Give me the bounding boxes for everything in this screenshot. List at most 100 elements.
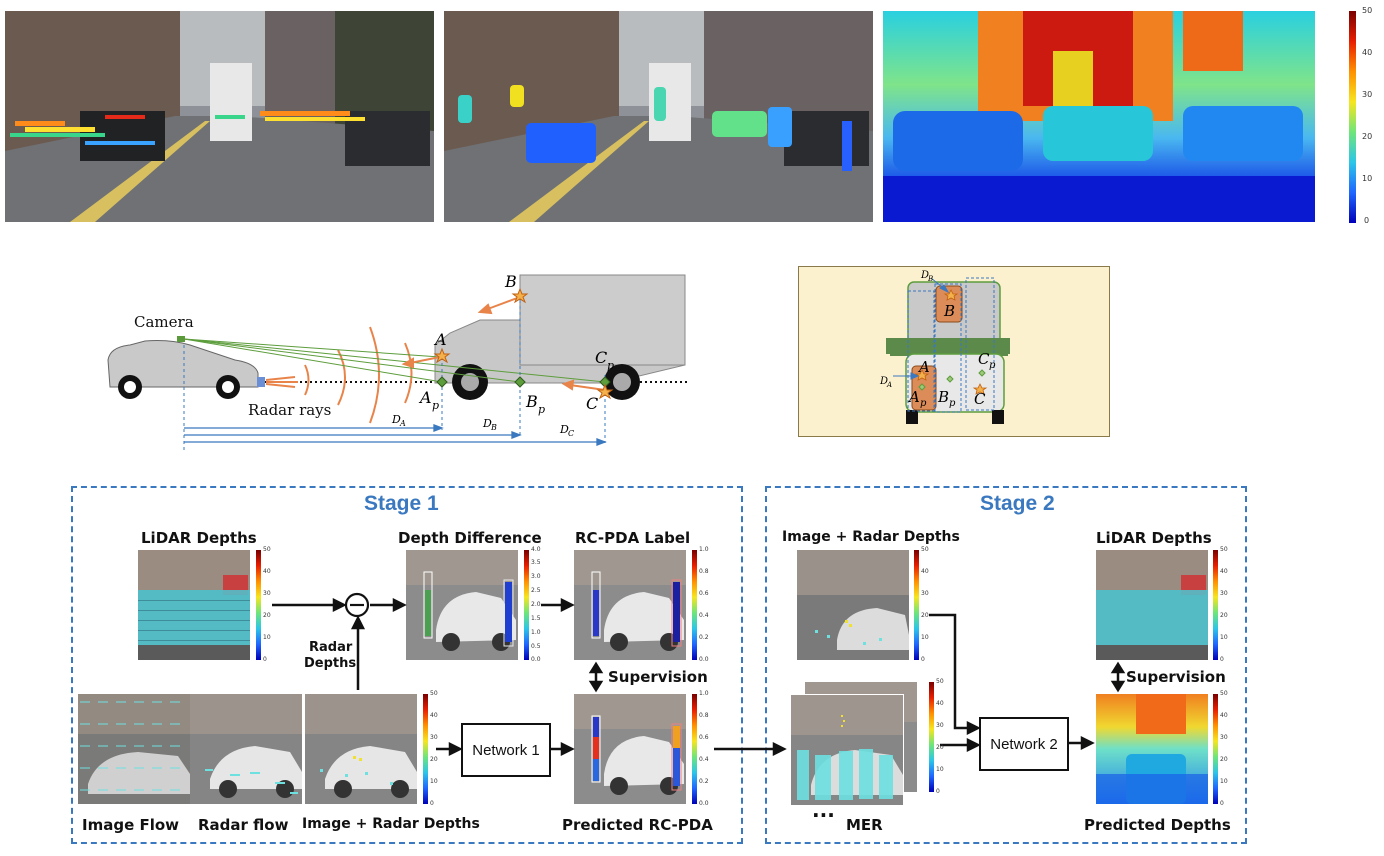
stage1-title: Stage 1	[364, 492, 439, 515]
stage2-panel	[765, 486, 1247, 844]
predicted-depths-label: Predicted Depths	[1084, 816, 1231, 834]
point-c-label: C	[586, 394, 598, 413]
lidar-tick: 20	[263, 612, 271, 619]
point-ap-label: A	[418, 388, 432, 407]
image-radar-colorbar	[423, 694, 428, 804]
mer-tick: 20	[936, 744, 944, 751]
pred-depth-tick: 0	[1220, 800, 1224, 807]
rcpda-tick: 0.6	[699, 590, 709, 597]
depth-difference-thumbnail	[406, 550, 518, 660]
s2-lidar-tick: 10	[1220, 634, 1228, 641]
dense-depth-map	[883, 11, 1315, 222]
point-bp-label: B	[525, 392, 538, 411]
s2-lidar-tick: 50	[1220, 546, 1228, 553]
s2-image-radar-tick: 30	[921, 590, 929, 597]
diff-tick: 3.0	[531, 573, 541, 580]
pred-rcpda-tick: 0.6	[699, 734, 709, 741]
rcpda-tick: 0.8	[699, 568, 709, 575]
lidar-depths-label: LiDAR Depths	[141, 529, 257, 547]
network1-box: Network 1	[461, 723, 551, 777]
pred-rcpda-tick: 0.8	[699, 712, 709, 719]
s2-image-radar-tick: 20	[921, 612, 929, 619]
stage2-title: Stage 2	[980, 492, 1055, 515]
predicted-rcpda-colorbar	[692, 694, 697, 804]
image-radar-depths-label: Image + Radar Depths	[302, 816, 480, 832]
s2-lidar-tick: 30	[1220, 590, 1228, 597]
lidar-tick: 10	[263, 634, 271, 641]
inset-c-label: C	[974, 390, 986, 408]
rcpda-tick: 0.2	[699, 634, 709, 641]
lidar-colorbar	[256, 550, 261, 660]
predicted-rcpda-thumbnail	[574, 694, 686, 804]
image-radar-tick: 40	[430, 712, 438, 719]
stage1-supervision-label: Supervision	[608, 668, 708, 686]
colorbar-tick: 40	[1362, 48, 1373, 57]
pred-rcpda-tick: 0.0	[699, 800, 709, 807]
predicted-depths-thumbnail	[1096, 694, 1208, 804]
diff-tick: 3.5	[531, 559, 541, 566]
mer-label: MER	[846, 816, 883, 834]
predicted-rcpda-label: Predicted RC-PDA	[562, 816, 713, 834]
radar-flow-thumbnail	[190, 694, 302, 804]
point-bp-sub: p	[538, 403, 545, 416]
diff-tick: 0.5	[531, 643, 541, 650]
point-a-label: A	[433, 330, 447, 349]
mer-tick: 10	[936, 766, 944, 773]
rcpda-colorbar	[692, 550, 697, 660]
point-b-label: B	[504, 272, 517, 291]
stage2-lidar-colorbar	[1213, 550, 1218, 660]
inset-bp-sub: p	[949, 398, 956, 409]
image-radar-tick: 50	[430, 690, 438, 697]
camera-icon	[177, 336, 185, 342]
rcpda-tick: 1.0	[699, 546, 709, 553]
colorbar-tick: 0	[1364, 216, 1370, 225]
s2-lidar-tick: 20	[1220, 612, 1228, 619]
image-radar-tick: 0	[430, 800, 434, 807]
inset-db-label: D	[920, 270, 929, 281]
dist-a-label: D	[391, 413, 401, 426]
inset-da-sub: A	[886, 381, 892, 389]
colorbar-tick: 10	[1362, 174, 1373, 183]
pred-depth-tick: 10	[1220, 778, 1228, 785]
lidar-tick: 40	[263, 568, 271, 575]
point-cp-label: C	[595, 348, 607, 367]
rcpda-label-thumbnail	[574, 550, 686, 660]
image-flow-label: Image Flow	[82, 816, 180, 834]
radar-sensor-icon	[257, 377, 265, 387]
point-cp-sub: p	[607, 359, 614, 372]
camera-label: Camera	[134, 313, 194, 331]
network1-label: Network 1	[472, 741, 540, 759]
inset-da-label: D	[879, 376, 888, 387]
inset-cp-sub: p	[989, 360, 996, 371]
radar-rays-label: Radar rays	[248, 401, 331, 419]
radar-flow-label: Radar flow	[198, 816, 289, 834]
rcpda-tick: 0.4	[699, 612, 709, 619]
inset-b-label: B	[943, 302, 955, 320]
pred-depth-tick: 20	[1220, 756, 1228, 763]
stage2-lidar-depths-label: LiDAR Depths	[1096, 529, 1212, 547]
s2-image-radar-tick: 40	[921, 568, 929, 575]
lidar-tick: 50	[263, 546, 271, 553]
stage2-image-radar-label: Image + Radar Depths	[782, 529, 960, 545]
truck-rear-view-inset: D B B A D A C p A p B p C	[798, 266, 1110, 437]
s2-image-radar-tick: 10	[921, 634, 929, 641]
camera-image-lidar-overlay	[5, 11, 434, 222]
image-radar-depths-thumbnail	[305, 694, 417, 804]
predicted-depths-colorbar	[1213, 694, 1218, 804]
stage1-panel	[71, 486, 743, 844]
depth-colorbar	[1349, 11, 1356, 223]
s2-lidar-tick: 40	[1220, 568, 1228, 575]
inset-cp-label: C	[978, 350, 990, 368]
lidar-depths-thumbnail	[138, 550, 250, 660]
stage2-lidar-thumbnail	[1096, 550, 1208, 660]
pred-depth-tick: 40	[1220, 712, 1228, 719]
radar-depths-label-2: Depths	[304, 656, 357, 671]
diff-tick: 1.5	[531, 615, 541, 622]
s2-image-radar-tick: 50	[921, 546, 929, 553]
inset-db-sub: B	[927, 275, 933, 283]
rcpda-label-title: RC-PDA Label	[575, 529, 691, 547]
dist-b-sub: B	[490, 423, 497, 432]
lidar-tick: 0	[263, 656, 267, 663]
mer-tick: 30	[936, 722, 944, 729]
